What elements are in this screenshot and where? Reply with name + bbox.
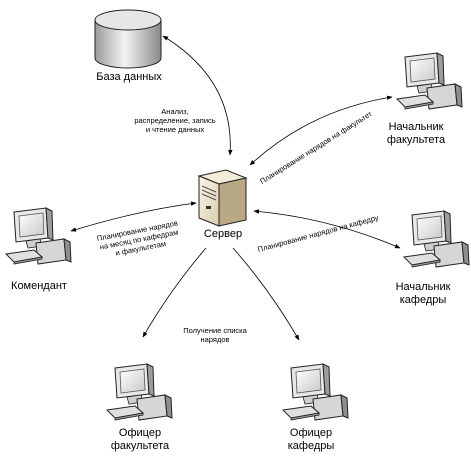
server-icon bbox=[197, 169, 248, 227]
edge-dept-head bbox=[253, 209, 401, 249]
edge-commandant bbox=[70, 201, 197, 232]
edge-db-server bbox=[162, 35, 233, 156]
node-label-database: База данных bbox=[96, 71, 162, 83]
computer-icon-dept-officer bbox=[282, 363, 349, 421]
computer-icon-faculty-head bbox=[396, 52, 463, 110]
database-icon bbox=[94, 9, 162, 69]
node-label-dept-officer: Офицер кафедры bbox=[287, 427, 335, 452]
edge-label-officers: Получение списка нарядов bbox=[183, 326, 247, 344]
edge-faculty-officer bbox=[142, 247, 207, 338]
edge-dept-officer bbox=[232, 247, 300, 341]
computer-icon-dept-head bbox=[403, 210, 470, 268]
computer-icon-faculty-officer bbox=[106, 363, 173, 421]
node-label-commandant: Комендант bbox=[11, 280, 67, 292]
edge-label-db-server: Анализ, распределение, запись и чтение д… bbox=[134, 107, 216, 134]
computer-icon-commandant bbox=[5, 207, 72, 265]
node-label-dept-head: Начальник кафедры bbox=[395, 281, 451, 306]
node-label-faculty-officer: Офицер факультета bbox=[110, 427, 170, 452]
node-label-server: Сервер bbox=[203, 228, 243, 240]
node-label-faculty-head: Начальник факультета bbox=[386, 121, 446, 146]
edge-faculty-head bbox=[249, 95, 393, 166]
